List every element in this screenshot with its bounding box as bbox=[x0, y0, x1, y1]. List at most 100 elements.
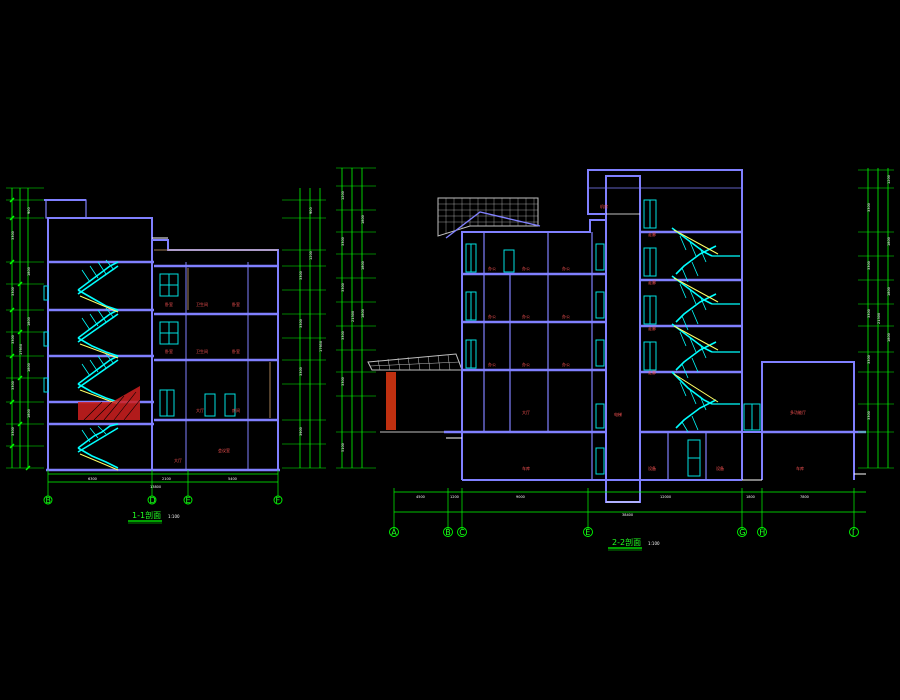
svg-text:机房: 机房 bbox=[600, 203, 608, 209]
svg-text:办公: 办公 bbox=[562, 361, 570, 367]
svg-text:1800: 1800 bbox=[361, 215, 365, 224]
svg-text:1200: 1200 bbox=[309, 251, 313, 260]
svg-text:房间: 房间 bbox=[232, 407, 240, 413]
svg-text:3300: 3300 bbox=[299, 367, 303, 376]
left-stair-flights bbox=[77, 261, 119, 469]
svg-text:3300: 3300 bbox=[11, 427, 15, 436]
section-2-2: 1200 3300 3300 3300 3300 5100 21300 1800… bbox=[336, 167, 894, 551]
svg-text:1200: 1200 bbox=[450, 495, 459, 499]
svg-text:3300: 3300 bbox=[341, 283, 345, 292]
section-1-1-scale: 1:100 bbox=[168, 514, 180, 519]
right-axis-bubbles: A B C E G H J bbox=[389, 527, 859, 537]
svg-text:5100: 5100 bbox=[341, 443, 345, 452]
axis-label-c: C bbox=[459, 528, 465, 537]
svg-text:3300: 3300 bbox=[867, 261, 871, 270]
svg-text:车库: 车库 bbox=[796, 465, 804, 471]
right-right-dim-numbers: 3300 3300 3300 3300 3300 21300 1200 1800… bbox=[867, 175, 891, 420]
axis-label-g: G bbox=[739, 528, 745, 537]
svg-text:1800: 1800 bbox=[887, 333, 891, 342]
axis-label-e2: E bbox=[585, 528, 590, 537]
left-building-outline bbox=[44, 199, 279, 470]
svg-text:17950: 17950 bbox=[319, 341, 323, 352]
right-right-dimension-chain bbox=[858, 168, 894, 469]
left-partitions bbox=[154, 249, 278, 418]
main-interior-walls bbox=[483, 187, 742, 480]
left-dimension-numbers: 3300 3300 3300 3300 3300 17950 900 1800 … bbox=[11, 207, 31, 436]
svg-text:3300: 3300 bbox=[867, 203, 871, 212]
section-1-1: 3300 3300 3300 3300 3300 17950 900 1800 … bbox=[6, 187, 326, 524]
svg-text:3300: 3300 bbox=[341, 377, 345, 386]
svg-text:1800: 1800 bbox=[27, 363, 31, 372]
svg-text:大厅: 大厅 bbox=[522, 409, 530, 415]
svg-text:4500: 4500 bbox=[416, 495, 425, 499]
svg-text:12000: 12000 bbox=[660, 495, 671, 499]
main-building-outline bbox=[461, 169, 855, 503]
svg-text:3300: 3300 bbox=[299, 271, 303, 280]
right-stair-landings bbox=[712, 255, 740, 405]
left-stair-hatch bbox=[78, 386, 141, 421]
svg-text:办公: 办公 bbox=[522, 361, 530, 367]
elevator-shaft-marks bbox=[606, 213, 640, 503]
tiled-roof bbox=[437, 197, 541, 239]
svg-text:900: 900 bbox=[27, 207, 31, 214]
svg-text:多功能厅: 多功能厅 bbox=[790, 409, 806, 415]
left-bottom-dimensions bbox=[47, 470, 279, 496]
svg-text:设备: 设备 bbox=[648, 465, 656, 471]
section-1-1-title-block: 1-1剖面 1:100 bbox=[128, 510, 180, 524]
svg-text:走廊: 走廊 bbox=[648, 231, 656, 237]
svg-text:21300: 21300 bbox=[877, 313, 881, 324]
main-windows bbox=[465, 199, 761, 477]
right-stair-railings bbox=[673, 229, 719, 403]
right-room-labels: 办公 办公 办公 办公 办公 办公 办公 办公 办公 大厅 车库 电梯 机房 走… bbox=[488, 203, 806, 471]
axis-label-e: E bbox=[186, 496, 191, 505]
section-2-2-title: 2-2剖面 bbox=[612, 537, 641, 547]
entrance-canopy bbox=[367, 353, 463, 433]
svg-text:9000: 9000 bbox=[516, 495, 525, 499]
left-right-dim-numbers: 3300 3300 3300 3900 900 1200 17950 bbox=[299, 207, 323, 436]
svg-text:3300: 3300 bbox=[341, 331, 345, 340]
right-left-dim-numbers: 1200 3300 3300 3300 3300 5100 21300 1800… bbox=[341, 191, 365, 452]
svg-text:3300: 3300 bbox=[11, 287, 15, 296]
left-floor-slabs bbox=[46, 260, 280, 472]
svg-text:走廊: 走廊 bbox=[648, 369, 656, 375]
left-stair-treads bbox=[81, 259, 115, 443]
svg-text:1200: 1200 bbox=[341, 191, 345, 200]
svg-text:大厅: 大厅 bbox=[174, 457, 182, 463]
section-1-1-title: 1-1剖面 bbox=[132, 510, 161, 520]
svg-text:3900: 3900 bbox=[299, 427, 303, 436]
svg-text:大厅: 大厅 bbox=[196, 407, 204, 413]
svg-text:卧室: 卧室 bbox=[232, 348, 240, 354]
svg-text:1200: 1200 bbox=[887, 175, 891, 184]
svg-text:7800: 7800 bbox=[800, 495, 809, 499]
axis-label-b2: B bbox=[445, 528, 451, 537]
svg-text:电梯: 电梯 bbox=[614, 411, 622, 417]
svg-text:1800: 1800 bbox=[746, 495, 755, 499]
axis-label-a: A bbox=[391, 528, 397, 537]
left-stair-railings bbox=[79, 295, 119, 471]
right-left-dimension-chain bbox=[336, 167, 376, 469]
svg-text:3300: 3300 bbox=[11, 231, 15, 240]
svg-text:走廊: 走廊 bbox=[648, 279, 656, 285]
svg-text:会议室: 会议室 bbox=[218, 447, 230, 453]
svg-text:卧室: 卧室 bbox=[165, 348, 173, 354]
main-floor-slabs bbox=[444, 230, 866, 434]
svg-text:卫生间: 卫生间 bbox=[196, 301, 208, 307]
svg-text:1800: 1800 bbox=[27, 317, 31, 326]
svg-text:办公: 办公 bbox=[562, 313, 570, 319]
svg-text:1800: 1800 bbox=[27, 267, 31, 276]
axis-label-j: J bbox=[851, 528, 854, 537]
section-2-2-title-block: 2-2剖面 1:100 bbox=[608, 537, 660, 551]
svg-text:卫生间: 卫生间 bbox=[196, 348, 208, 354]
svg-text:1800: 1800 bbox=[361, 309, 365, 318]
svg-text:卧室: 卧室 bbox=[232, 301, 240, 307]
axis-label-d: D bbox=[150, 496, 156, 505]
left-windows bbox=[43, 273, 236, 417]
svg-text:3300: 3300 bbox=[867, 309, 871, 318]
svg-text:2100: 2100 bbox=[162, 477, 171, 481]
main-ground-slab bbox=[446, 437, 866, 481]
svg-text:车库: 车库 bbox=[522, 465, 530, 471]
svg-text:3300: 3300 bbox=[299, 319, 303, 328]
svg-text:5400: 5400 bbox=[228, 477, 237, 481]
